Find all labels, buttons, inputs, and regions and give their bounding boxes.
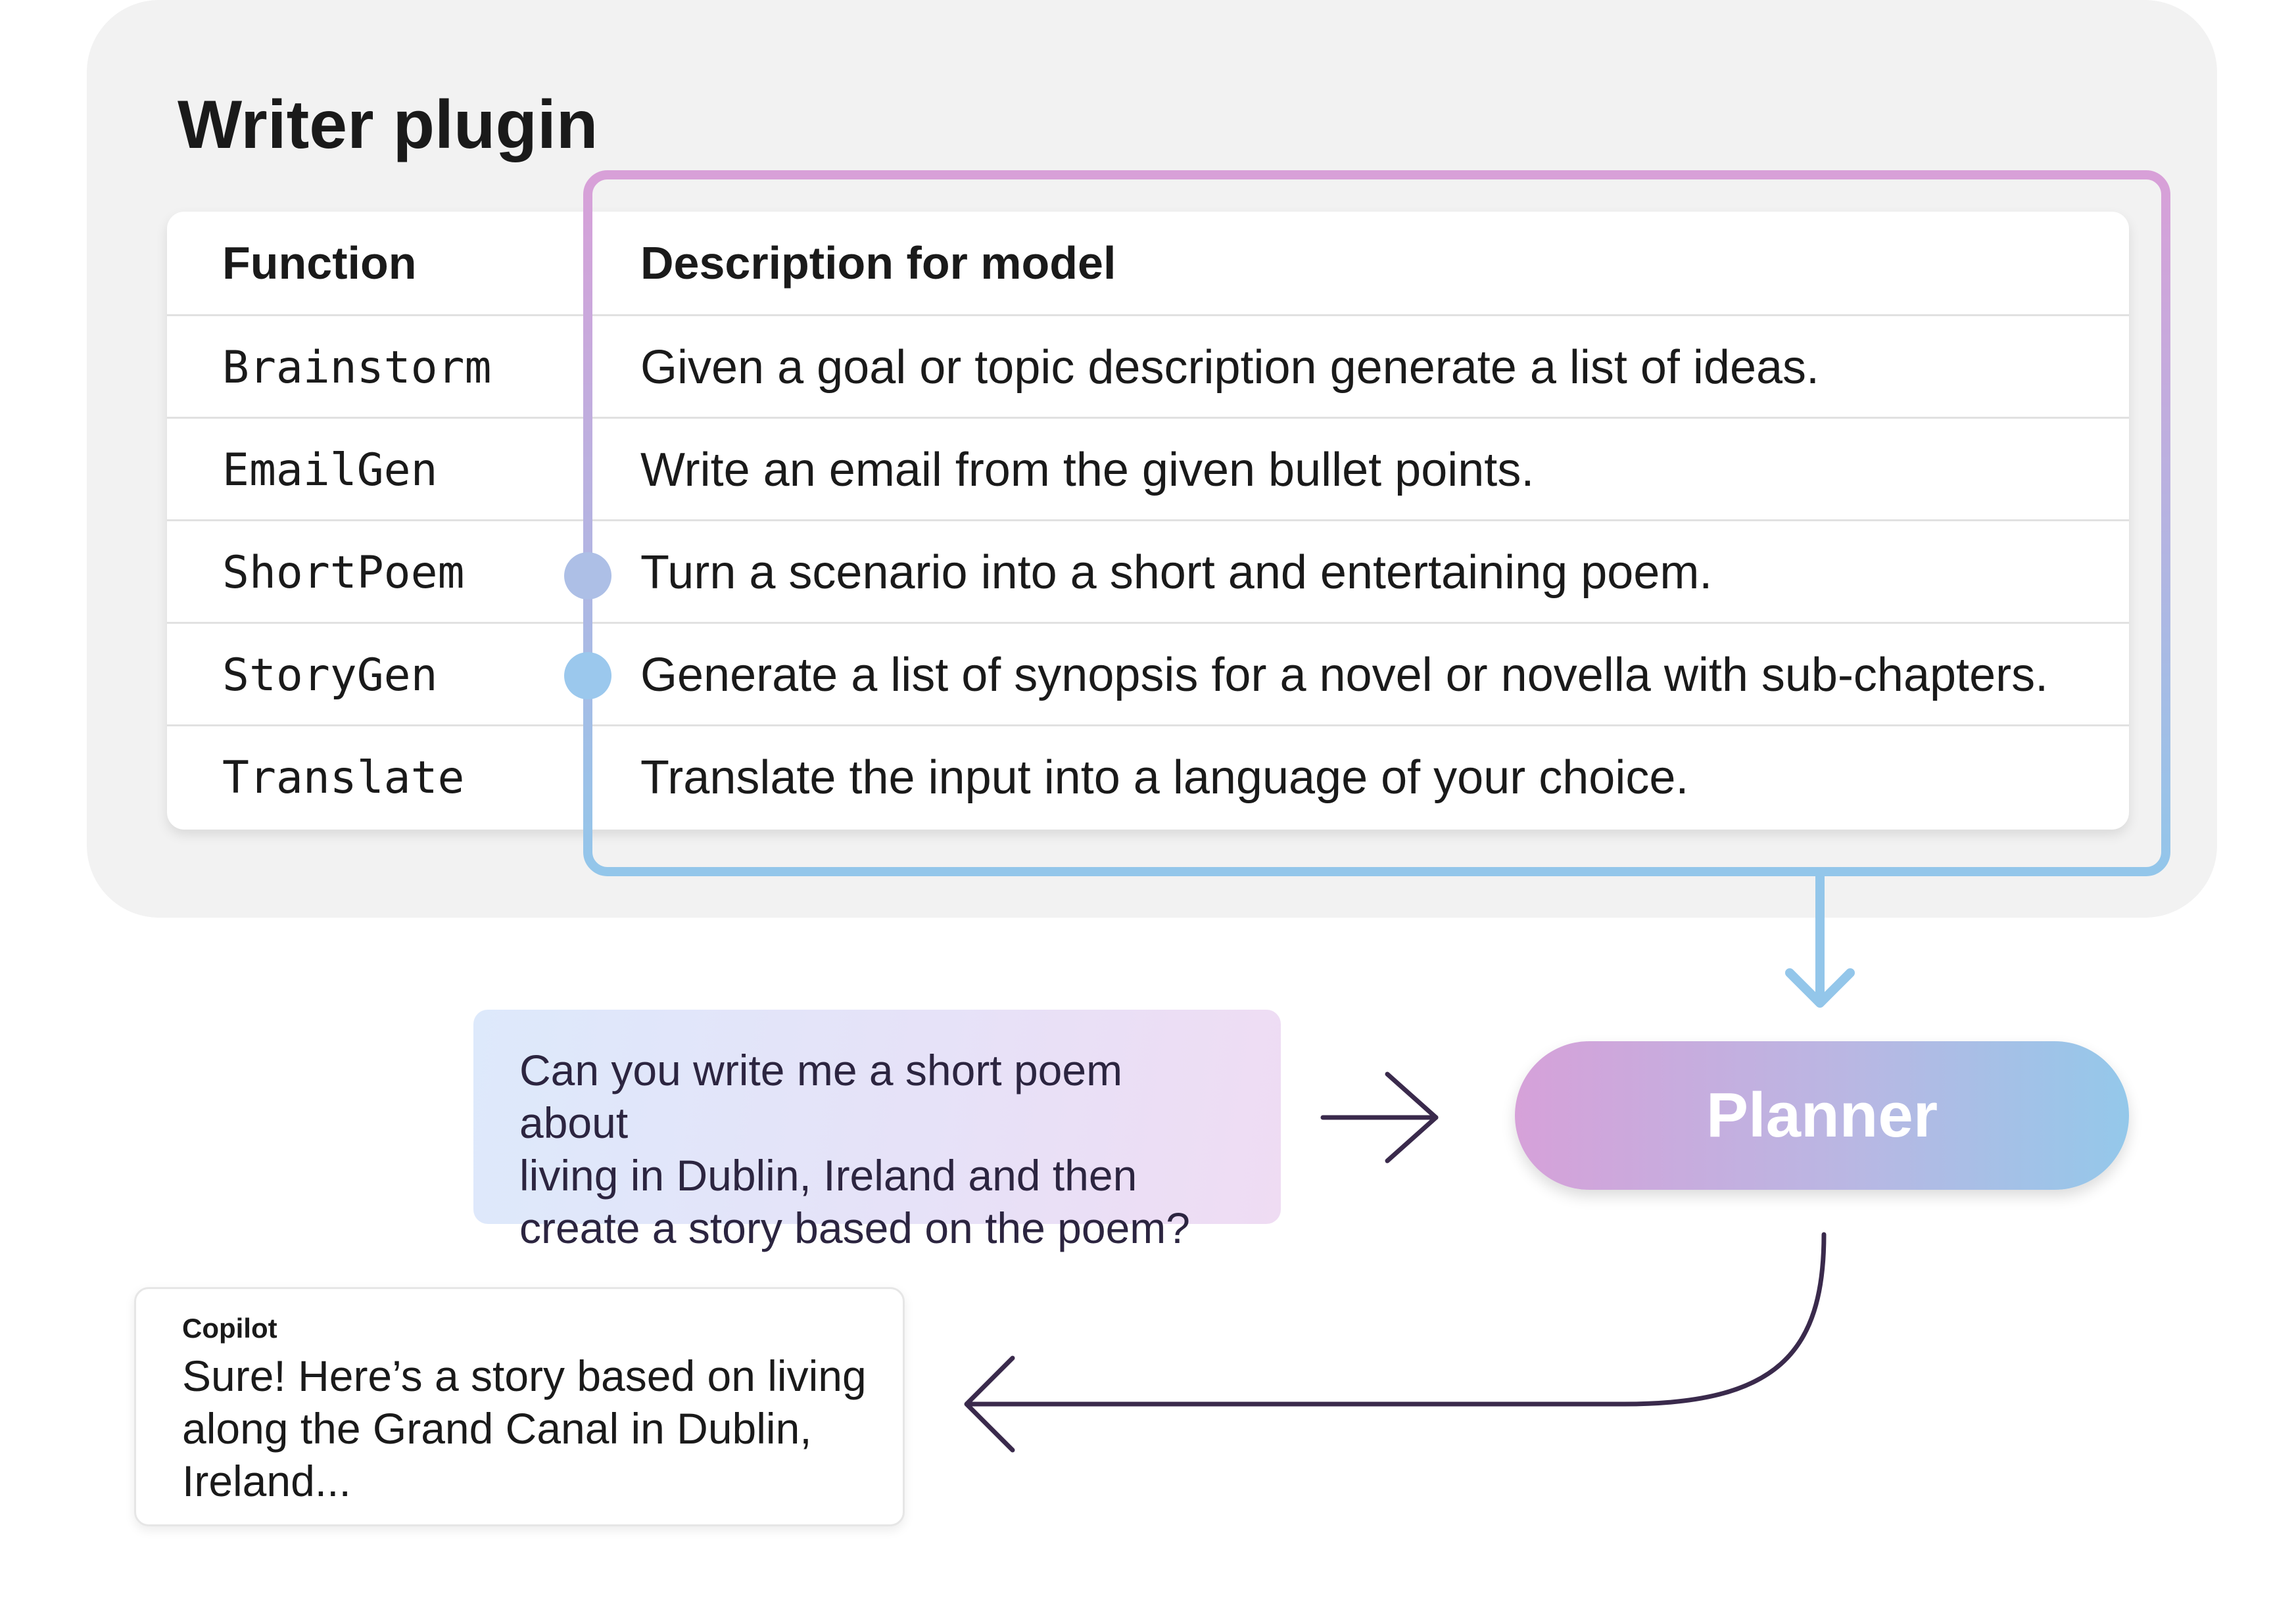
- planner-pill: Planner: [1515, 1041, 2129, 1190]
- reply-sender: Copilot: [182, 1313, 277, 1344]
- functions-table: Function Description for model Brainstor…: [167, 212, 2129, 830]
- planner-label: Planner: [1706, 1080, 1938, 1150]
- function-description: Generate a list of synopsis for a novel …: [640, 649, 2049, 701]
- function-description: Write an email from the given bullet poi…: [640, 444, 1535, 496]
- table-row: StoryGen Generate a list of synopsis for…: [167, 622, 2129, 724]
- table-row: Translate Translate the input into a lan…: [167, 724, 2129, 827]
- reply-line: along the Grand Canal in Dublin,: [182, 1404, 812, 1453]
- function-description: Given a goal or topic description genera…: [640, 341, 1820, 394]
- description-highlight-frame: [583, 170, 2170, 876]
- right-arrow-icon: [1385, 1071, 1439, 1163]
- table-row: EmailGen Write an email from the given b…: [167, 417, 2129, 519]
- plugin-title: Writer plugin: [178, 87, 598, 163]
- prompt-line: create a story based on the poem?: [519, 1204, 1190, 1252]
- left-arrow-icon: [964, 1355, 1015, 1453]
- function-name: Brainstorm: [222, 341, 492, 394]
- down-arrow-icon: [1785, 968, 1855, 1008]
- function-description: Translate the input into a language of y…: [640, 751, 1689, 804]
- table-row: ShortPoem Turn a scenario into a short a…: [167, 519, 2129, 622]
- shortpoem-selected-dot: [564, 552, 611, 599]
- function-name: Translate: [222, 751, 465, 804]
- reply-line: Sure! Here’s a story based on living: [182, 1351, 867, 1400]
- function-description: Turn a scenario into a short and enterta…: [640, 546, 1713, 599]
- copilot-reply-card: Copilot Sure! Here’s a story based on li…: [134, 1287, 905, 1526]
- function-name: StoryGen: [222, 649, 438, 701]
- function-name: EmailGen: [222, 444, 438, 496]
- storygen-selected-dot: [564, 652, 611, 699]
- prompt-line: living in Dublin, Ireland and then: [519, 1151, 1137, 1200]
- header-function: Function: [222, 237, 417, 289]
- function-name: ShortPoem: [222, 546, 465, 599]
- prompt-line: Can you write me a short poem about: [519, 1046, 1123, 1147]
- table-header-row: Function Description for model: [167, 212, 2129, 314]
- reply-text: Sure! Here’s a story based on living alo…: [182, 1350, 876, 1507]
- reply-line: Ireland...: [182, 1457, 351, 1505]
- planner-to-reply-connector: [968, 1232, 1827, 1407]
- table-row: Brainstorm Given a goal or topic descrip…: [167, 314, 2129, 417]
- user-prompt-bubble: Can you write me a short poem about livi…: [473, 1010, 1281, 1252]
- header-description: Description for model: [640, 237, 1116, 289]
